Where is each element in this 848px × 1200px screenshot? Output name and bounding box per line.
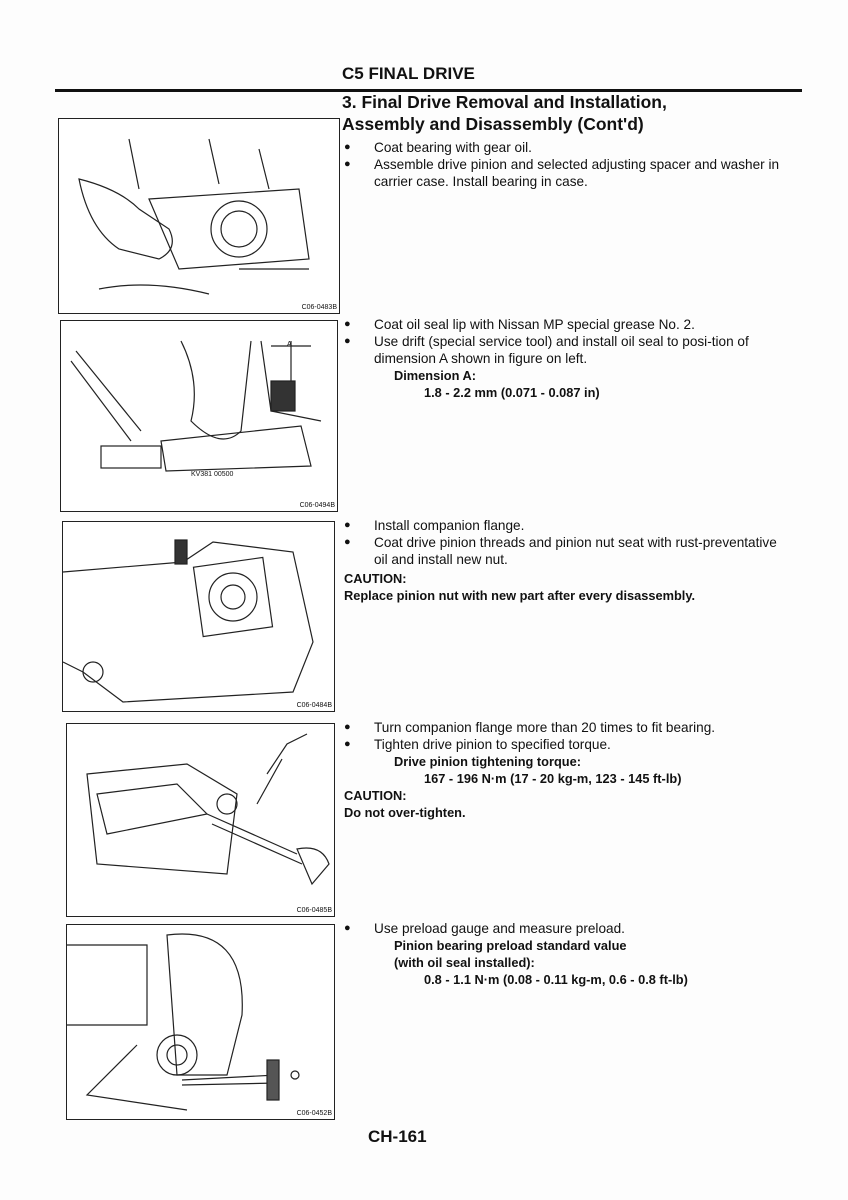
bullet-item: Coat bearing with gear oil. <box>344 139 789 156</box>
step-2: Coat oil seal lip with Nissan MP special… <box>344 316 789 401</box>
spec-value: 167 - 196 N·m (17 - 20 kg-m, 123 - 145 f… <box>424 771 682 786</box>
page-title: 3. Final Drive Removal and Installation,… <box>342 91 667 135</box>
spec-label-2: (with oil seal installed): <box>394 955 535 970</box>
step-3: Install companion flange. Coat drive pin… <box>344 517 789 604</box>
caution-text: Replace pinion nut with new part after e… <box>344 588 696 603</box>
bullet-item: Use preload gauge and measure preload. <box>344 920 789 937</box>
step-1: Coat bearing with gear oil. Assemble dri… <box>344 139 789 190</box>
step-4: Turn companion flange more than 20 times… <box>344 719 789 821</box>
figure-companion-flange: C06-0484B <box>62 521 335 712</box>
spec-label: Pinion bearing preload standard value <box>394 938 627 953</box>
spec-value: 0.8 - 1.1 N·m (0.08 - 0.11 kg-m, 0.6 - 0… <box>424 972 688 987</box>
title-line-1: 3. Final Drive Removal and Installation, <box>342 92 667 112</box>
figure-code: C06-0485B <box>296 907 332 914</box>
step-5: Use preload gauge and measure preload. P… <box>344 920 789 988</box>
bullet-item: Install companion flange. <box>344 517 789 534</box>
figure-bearing-install: C06-0483B <box>58 118 340 314</box>
illustration <box>63 539 314 703</box>
dimension-label: A <box>287 341 292 348</box>
spec-value: 1.8 - 2.2 mm (0.071 - 0.087 in) <box>424 385 600 400</box>
figure-preload-gauge: C06-0452B <box>66 924 335 1120</box>
bullet-item: Coat drive pinion threads and pinion nut… <box>344 534 789 568</box>
page-number: CH-161 <box>368 1127 427 1146</box>
header-rule <box>55 89 802 92</box>
figure-tighten-pinion: C06-0485B <box>66 723 335 917</box>
bullet-item: Tighten drive pinion to specified torque… <box>344 736 789 753</box>
figure-code: C06-0484B <box>296 702 332 709</box>
figure-code: C06-0483B <box>301 304 337 311</box>
bullet-item: Turn companion flange more than 20 times… <box>344 719 789 736</box>
tool-label: KV381 00500 <box>191 471 234 478</box>
caution-label: CAUTION: <box>344 571 407 586</box>
illustration <box>86 733 330 886</box>
caution-text: Do not over-tighten. <box>344 805 466 820</box>
figure-code: C06-0452B <box>296 1110 332 1117</box>
title-line-2: Assembly and Disassembly (Cont'd) <box>342 114 644 134</box>
bullet-item: Assemble drive pinion and selected adjus… <box>344 156 789 190</box>
illustration <box>70 340 322 472</box>
spec-label: Dimension A: <box>394 368 476 383</box>
figure-oil-seal-install: A KV381 00500 C06-0494B <box>60 320 338 512</box>
caution-label: CAUTION: <box>344 788 407 803</box>
section-header: C5 FINAL DRIVE <box>342 64 475 83</box>
bullet-item: Use drift (special service tool) and ins… <box>344 333 789 367</box>
spec-label: Drive pinion tightening torque: <box>394 754 581 769</box>
figure-code: C06-0494B <box>299 502 335 509</box>
bullet-item: Coat oil seal lip with Nissan MP special… <box>344 316 789 333</box>
illustration <box>78 138 310 295</box>
illustration <box>67 933 300 1111</box>
